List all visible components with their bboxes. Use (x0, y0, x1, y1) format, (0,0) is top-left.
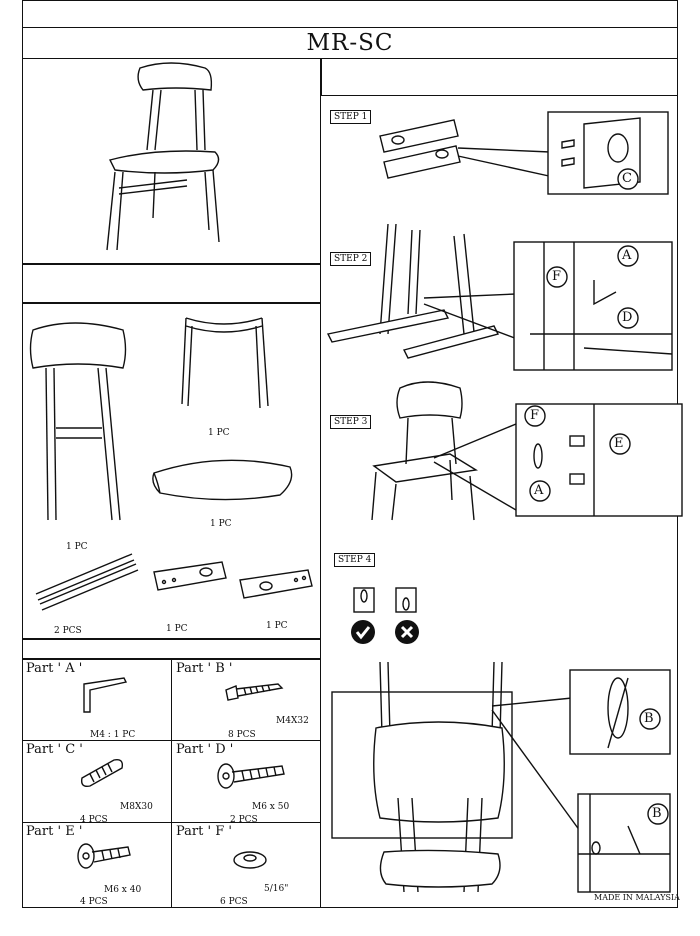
footer-made-in: MADE IN MALAYSIA (594, 893, 680, 902)
step-3-label: STEP 3 (330, 415, 372, 429)
dowel-icon (80, 758, 124, 788)
model-title: MR-SC (22, 27, 678, 59)
chair-overview-panel (22, 58, 321, 264)
part-f-qty: 6 PCS (220, 897, 248, 907)
callout-f-step3: F (530, 408, 540, 423)
blank-panel-2 (22, 639, 321, 659)
part-b-qty: 8 PCS (228, 730, 256, 740)
callout-b-1: B (644, 711, 654, 726)
callout-e: E (614, 436, 624, 451)
step-3-diagram (371, 381, 683, 521)
callout-c-icon (617, 168, 639, 190)
callout-a-step3: A (534, 483, 544, 498)
seat-qty: 1 PC (210, 519, 232, 529)
part-a-label: Part ' A ' (26, 661, 83, 676)
correct-orientation-icon (353, 587, 375, 613)
part-c-label: Part ' C ' (26, 742, 83, 757)
callout-d-icon (617, 307, 639, 329)
part-b-spec: M4X32 (276, 716, 309, 726)
part-d-qty: 2 PCS (230, 815, 258, 825)
checkmark-icon (351, 620, 375, 644)
step-2-label: STEP 2 (330, 252, 372, 266)
right-header-panel (321, 58, 678, 96)
wood-screw-icon (225, 683, 284, 701)
bracket-1-qty: 1 PC (166, 624, 188, 634)
rails-qty-top: 1 PC (66, 542, 88, 552)
bracket-drawing-2 (239, 569, 313, 599)
seat-drawing (152, 459, 293, 501)
callout-a3-icon (529, 480, 551, 502)
callout-f-icon (546, 266, 568, 288)
callout-a-step2: A (622, 248, 632, 263)
bolt-short-icon (77, 843, 131, 869)
callout-f3-icon (524, 405, 546, 427)
rails-drawing (35, 553, 139, 611)
part-f-spec: 5/16" (264, 884, 289, 894)
part-c-spec: M8X30 (120, 802, 153, 812)
callout-b-icon (639, 708, 661, 730)
callout-b-2: B (652, 806, 662, 821)
part-f-cell (171, 822, 321, 908)
bracket-drawing-1 (153, 561, 227, 591)
allen-key-icon (83, 677, 128, 713)
callout-d: D (622, 310, 633, 325)
bracket-2-qty: 1 PC (266, 621, 288, 631)
part-e-qty: 4 PCS (80, 897, 108, 907)
part-d-label: Part ' D ' (176, 742, 234, 757)
washer-icon (233, 851, 267, 869)
part-a-spec: M4 : 1 PC (90, 730, 136, 740)
part-e-label: Part ' E ' (26, 824, 83, 839)
wrong-orientation-icon (395, 587, 417, 613)
back-rest-drawing (29, 322, 127, 521)
cross-icon (395, 620, 419, 644)
callout-f-step2: F (552, 269, 562, 284)
part-e-spec: M6 x 40 (104, 885, 142, 895)
callout-e-icon (609, 433, 631, 455)
rails-qty: 2 PCS (54, 626, 82, 636)
assembled-chair-drawing (106, 62, 220, 251)
bolt-long-icon (217, 763, 285, 789)
step-2-diagram (326, 223, 673, 371)
step-4-diagram (331, 661, 671, 893)
callout-c: C (622, 171, 632, 186)
components-panel (22, 303, 321, 639)
step-1-label: STEP 1 (330, 110, 372, 124)
step-4-label: STEP 4 (334, 553, 376, 567)
part-c-qty: 4 PCS (80, 815, 108, 825)
part-b-label: Part ' B ' (176, 661, 233, 676)
front-legs-qty: 1 PC (208, 428, 230, 438)
callout-a-icon (617, 245, 639, 267)
part-d-spec: M6 x 50 (252, 802, 290, 812)
blank-panel (22, 264, 321, 303)
front-legs-drawing (181, 317, 269, 409)
callout-b2-icon (647, 803, 669, 825)
part-f-label: Part ' F ' (176, 824, 232, 839)
